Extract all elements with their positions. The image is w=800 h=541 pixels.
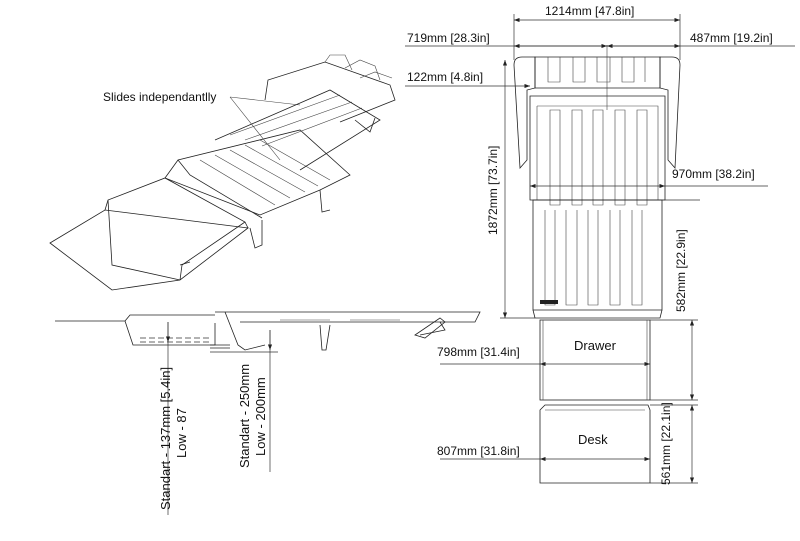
dim-height-b-standard: Standart - 250mm [237, 364, 252, 468]
dim-height-a-standard: Standart - 137mm [5.4in] [158, 367, 173, 510]
dim-inner-width: 970mm [38.2in] [672, 167, 755, 181]
isometric-view [49, 54, 396, 291]
dim-height-a-low: Low - 87 [174, 408, 189, 458]
dim-drawer-width: 798mm [31.4in] [437, 345, 520, 359]
drawer-view [539, 319, 651, 401]
dim-offset: 122mm [4.8in] [407, 70, 483, 84]
desk-label: Desk [578, 432, 608, 447]
dim-desk-width: 807mm [31.8in] [437, 444, 520, 458]
dim-left-width: 719mm [28.3in] [407, 31, 490, 45]
dim-overall-width: 1214mm [47.8in] [545, 4, 634, 18]
top-view [513, 45, 681, 319]
dim-right-width: 487mm [19.2in] [690, 31, 773, 45]
dim-height-b-low: Low - 200mm [253, 377, 268, 456]
dim-desk-depth: 561mm [22.1in] [659, 402, 673, 485]
drawer-label: Drawer [574, 338, 617, 353]
dim-overall-length: 1872mm [73.7in] [486, 146, 500, 235]
dim-tray-length: 582mm [22.9in] [674, 229, 688, 312]
callout-leader [229, 96, 301, 161]
side-view [55, 311, 481, 351]
callout-slides: Slides independantlly [103, 90, 216, 104]
